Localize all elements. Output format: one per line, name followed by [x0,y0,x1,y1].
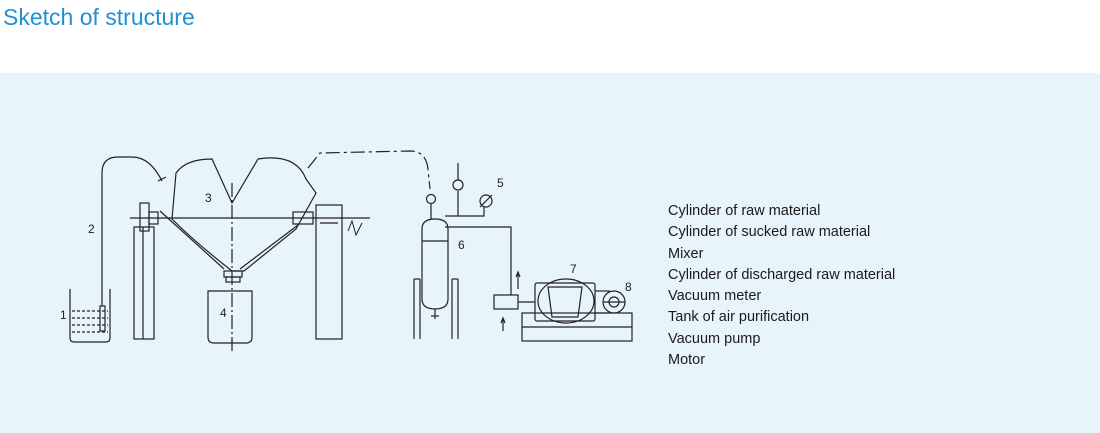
legend-item: Cylinder of sucked raw material [668,224,871,241]
raw-material-cylinder [69,289,111,343]
legend-item: Cylinder of discharged raw material [668,266,896,283]
page-title: Sketch of structure [3,4,195,30]
legend-list: Cylinder of raw material Cylinder of suc… [668,201,895,371]
pump-pipe [445,226,512,295]
motor [602,290,626,314]
diagram-panel: 1 2 3 4 5 6 7 8 Cylinder of raw material… [0,73,1100,433]
discharge-cylinder [207,290,253,344]
label-7: 7 [570,262,577,276]
label-6: 6 [458,238,465,252]
left-support [133,202,159,340]
legend-item: Motor [668,352,706,369]
right-support [292,204,343,340]
label-8: 8 [625,280,632,294]
label-5: 5 [497,176,504,190]
legend-item: Mixer [668,245,704,262]
air-purification-tank [413,193,459,339]
label-1: 1 [60,308,67,322]
legend-item: Tank of air purification [668,309,810,326]
vacuum-line [307,150,431,190]
structure-diagram: 1 2 3 4 5 6 7 8 [60,150,633,353]
suction-pipe [101,156,163,306]
label-2: 2 [88,222,95,236]
vacuum-meter [445,163,493,217]
label-4: 4 [220,306,227,320]
legend-item: Vacuum pump [668,330,761,347]
legend-item: Vacuum meter [668,288,762,305]
v-mixer [159,157,317,353]
label-3: 3 [205,191,212,205]
vacuum-pump [493,278,633,342]
legend-item: Cylinder of raw material [668,203,821,219]
